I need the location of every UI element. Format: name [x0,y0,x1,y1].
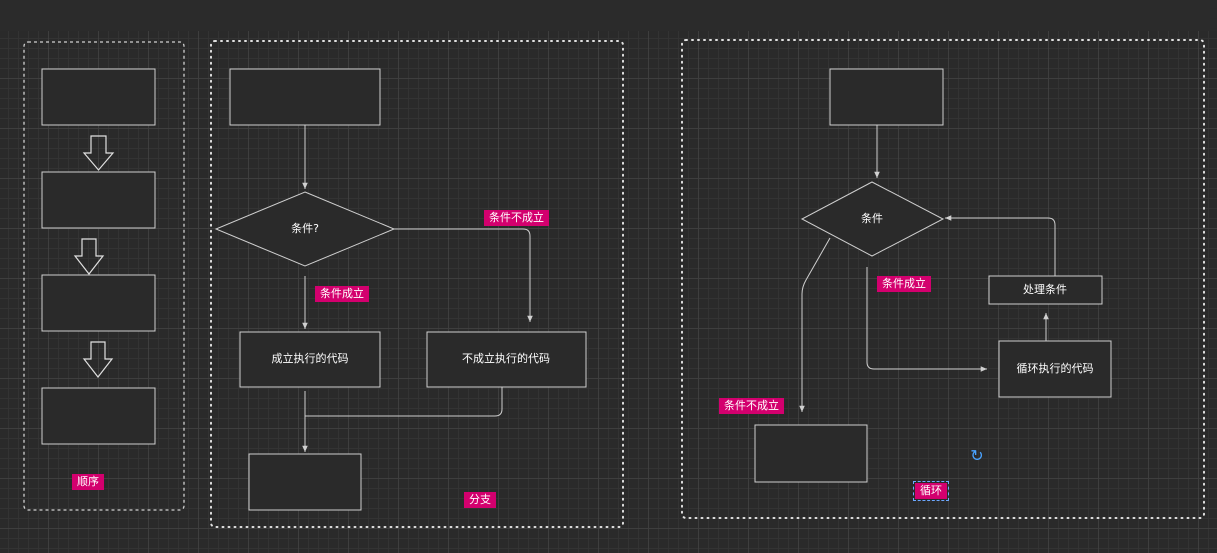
branch-false-process[interactable] [426,331,587,388]
sequence-down-arrow-1[interactable] [82,135,115,171]
branch-decision-label: 条件? [291,221,319,235]
rotate-icon[interactable]: ↻ [970,446,984,465]
loop-true-edge-label[interactable]: 条件成立 [877,276,931,292]
loop-decision[interactable] [800,181,945,257]
loop-connector-true[interactable] [866,267,987,372]
branch-true-process[interactable] [239,331,381,388]
branch-end-block[interactable] [248,453,362,511]
sequence-section-label[interactable]: 顺序 [72,474,104,490]
loop-group-frame[interactable] [681,39,1205,519]
loop-connector-false[interactable] [799,237,831,412]
sequence-block-3[interactable] [41,274,156,332]
loop-body-process[interactable] [998,340,1112,398]
loop-update-process-label: 处理条件 [1023,282,1067,296]
sequence-down-arrow-3[interactable] [82,341,114,378]
loop-connector-back-to-decision[interactable] [945,215,1056,276]
sequence-block-2[interactable] [41,171,156,229]
sequence-block-4[interactable] [41,387,156,445]
branch-false-edge-label[interactable]: 条件不成立 [484,210,549,226]
loop-start-block[interactable] [829,68,944,126]
loop-decision-label: 条件 [861,211,883,225]
sequence-down-arrow-2[interactable] [73,238,105,275]
branch-true-process-label: 成立执行的代码 [272,351,349,365]
loop-update-process[interactable] [988,275,1103,305]
branch-section-label[interactable]: 分支 [464,492,496,508]
branch-start-block[interactable] [229,68,381,126]
sequence-block-1[interactable] [41,68,156,126]
branch-false-process-label: 不成立执行的代码 [462,351,550,365]
loop-body-process-label: 循环执行的代码 [1017,361,1094,375]
branch-group-frame[interactable] [210,40,624,528]
loop-false-edge-label[interactable]: 条件不成立 [719,398,784,414]
branch-true-edge-label[interactable]: 条件成立 [315,286,369,302]
loop-exit-block[interactable] [754,424,868,483]
branch-connector-merge[interactable] [305,387,503,417]
loop-section-label[interactable]: 循环 [913,481,949,501]
branch-decision[interactable] [214,191,396,267]
branch-connector-false[interactable] [394,228,533,322]
